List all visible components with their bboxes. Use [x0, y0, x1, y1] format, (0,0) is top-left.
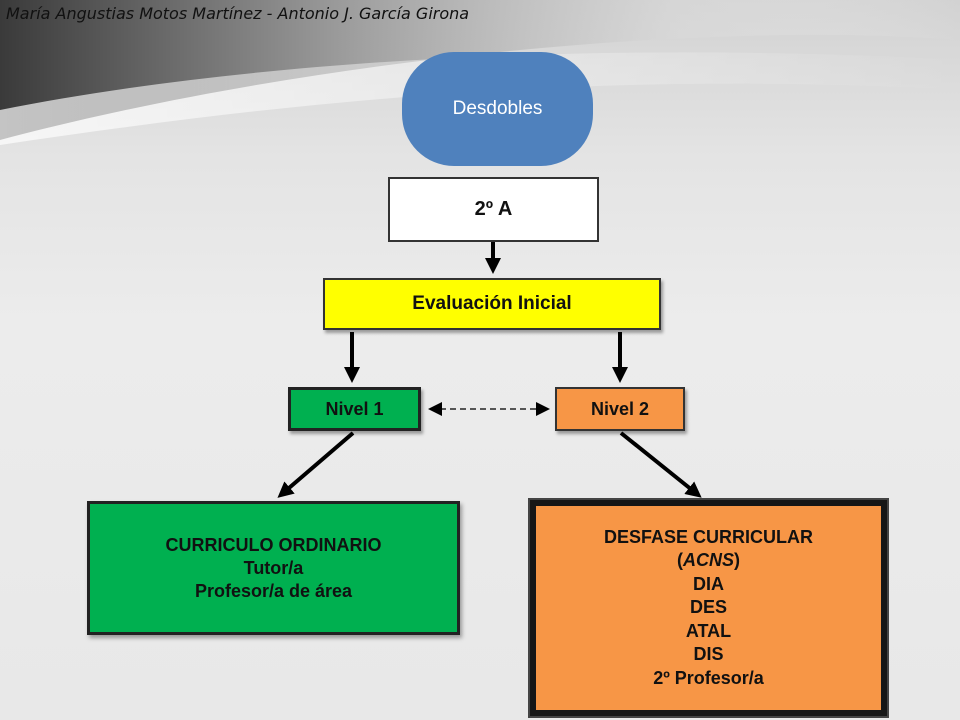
- author-credit: María Angustias Motos Martínez - Antonio…: [6, 4, 470, 23]
- curriculo-ordinario-box: CURRICULO ORDINARIO Tutor/a Profesor/a d…: [87, 501, 460, 635]
- level-1-box: Nivel 1: [288, 387, 421, 431]
- ordinario-tutor: Tutor/a: [243, 557, 304, 578]
- group-label: 2º A: [474, 198, 513, 220]
- acns-open: (: [676, 550, 683, 571]
- background-swoosh: [0, 0, 960, 145]
- arrow-level-1-to-ordinario: [277, 431, 355, 498]
- desfase-dis: DIS: [693, 644, 724, 665]
- desfase-segundo-profesor: 2º Profesor/a: [653, 667, 764, 688]
- level-1-label: Nivel 1: [325, 398, 384, 419]
- desfase-des: DES: [689, 597, 727, 618]
- acns-close: ): [734, 550, 740, 571]
- group-box: 2º A: [388, 177, 599, 242]
- ordinario-profesor: Profesor/a de área: [194, 580, 353, 601]
- topic-desdobles: Desdobles: [402, 52, 593, 166]
- level-2-label: Nivel 2: [590, 398, 650, 419]
- ordinario-title: CURRICULO ORDINARIO: [165, 534, 382, 555]
- evaluation-box: Evaluación Inicial: [323, 278, 661, 330]
- desfase-dia: DIA: [693, 573, 724, 594]
- desfase-atal: ATAL: [685, 620, 732, 641]
- level-2-box: Nivel 2: [555, 387, 685, 431]
- desfase-curricular-box: DESFASE CURRICULAR (ACNS) DIA DES ATAL D…: [528, 498, 889, 718]
- desfase-acns-line: (ACNS): [677, 549, 740, 573]
- desfase-title: DESFASE CURRICULAR: [603, 526, 813, 547]
- arrow-level-2-to-desfase: [619, 431, 702, 498]
- topic-label: Desdobles: [452, 98, 543, 119]
- acns-label: ACNS: [682, 550, 734, 571]
- evaluation-label: Evaluación Inicial: [412, 293, 572, 314]
